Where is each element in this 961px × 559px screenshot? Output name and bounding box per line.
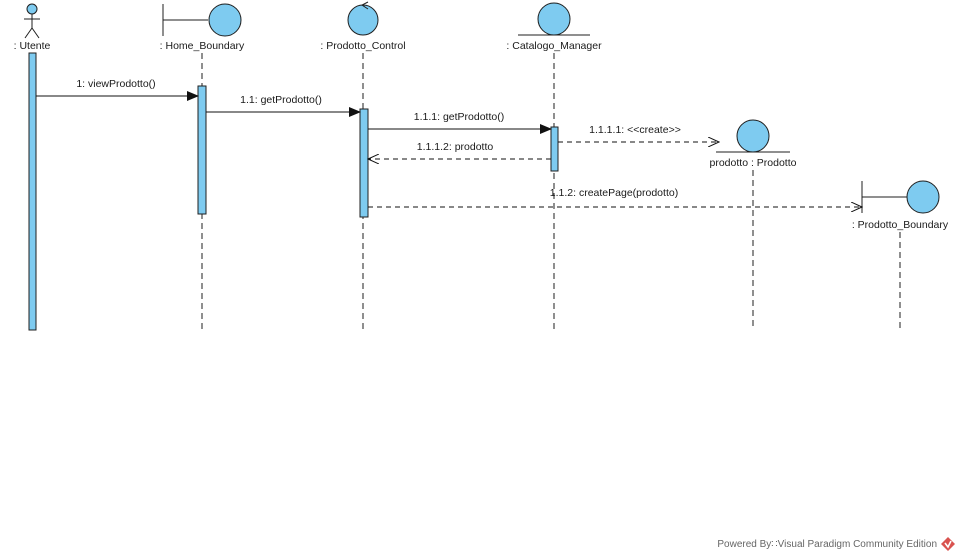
participant-home-boundary[interactable]: : Home_Boundary xyxy=(160,3,245,52)
message-label: 1.1.1: getProdotto() xyxy=(414,111,504,123)
message-create-page[interactable]: 1.1.2: createPage(prodotto) xyxy=(368,187,862,207)
activation-bar-home-boundary[interactable] xyxy=(197,85,207,215)
message-get-prodotto[interactable]: 1.1: getProdotto() xyxy=(206,94,361,117)
participant-label-prodotto: prodotto : Prodotto xyxy=(710,157,797,169)
boundary-icon xyxy=(162,3,242,37)
message-label: 1: viewProdotto() xyxy=(76,78,155,90)
actor-icon xyxy=(24,3,40,39)
activation-bar-catalogo-manager[interactable] xyxy=(550,126,559,172)
participant-prodotto-control[interactable]: : Prodotto_Control xyxy=(320,1,406,52)
participant-label-prodotto-boundary: : Prodotto_Boundary xyxy=(852,219,949,231)
activation-bar-prodotto-control[interactable] xyxy=(359,108,369,218)
participant-label-home-boundary: : Home_Boundary xyxy=(160,40,245,52)
boundary-icon xyxy=(861,180,940,214)
message-return-prodotto[interactable]: 1.1.1.2: prodotto xyxy=(368,141,551,159)
participant-label-utente: : Utente xyxy=(14,40,51,52)
message-label: 1.1: getProdotto() xyxy=(240,94,322,106)
entity-icon xyxy=(518,2,590,36)
message-create-prodotto[interactable]: 1.1.1.1: <<create>> xyxy=(558,124,719,142)
participant-label-prodotto-control: : Prodotto_Control xyxy=(320,40,405,52)
message-label: 1.1.1.2: prodotto xyxy=(417,141,494,153)
message-view-prodotto[interactable]: 1: viewProdotto() xyxy=(36,78,199,101)
participant-utente[interactable]: : Utente xyxy=(14,3,51,52)
participant-catalogo-manager[interactable]: : Catalogo_Manager xyxy=(506,2,602,52)
message-label: 1.1.2: createPage(prodotto) xyxy=(550,187,678,199)
entity-icon xyxy=(716,119,790,153)
participant-prodotto-boundary[interactable]: : Prodotto_Boundary xyxy=(852,180,949,231)
watermark-footer: Powered By∷Visual Paradigm Community Edi… xyxy=(717,537,955,551)
control-icon xyxy=(347,1,379,36)
message-get-prodotto-manager[interactable]: 1.1.1: getProdotto() xyxy=(368,111,552,134)
message-label: 1.1.1.1: <<create>> xyxy=(589,124,681,136)
participant-label-catalogo-manager: : Catalogo_Manager xyxy=(506,40,602,52)
participant-prodotto[interactable]: prodotto : Prodotto xyxy=(710,119,797,169)
activation-bar-utente[interactable] xyxy=(28,52,37,331)
watermark-text: Powered By∷Visual Paradigm Community Edi… xyxy=(717,538,937,550)
visual-paradigm-logo-icon xyxy=(941,537,955,551)
